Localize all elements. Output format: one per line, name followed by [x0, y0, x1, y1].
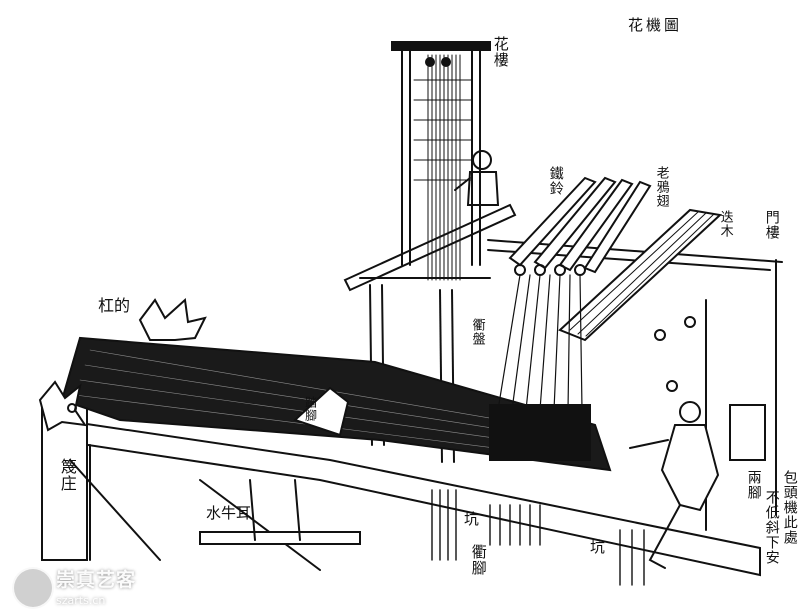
label-hengli: 衢盤	[469, 318, 485, 346]
treadle-rods	[431, 489, 645, 586]
cloth-beam-wheel	[38, 297, 207, 432]
note-column-2: 不低斜下安	[763, 490, 780, 565]
label-shuiniuer: 水牛耳	[206, 504, 252, 522]
heddle-block	[489, 404, 591, 461]
treadle-board	[293, 386, 350, 437]
label-keng-2: 坑	[590, 538, 606, 556]
note-column-1: 包頭機此處	[781, 470, 798, 545]
label-laoyachi: 老鴉翅	[653, 166, 669, 208]
pull-cords	[497, 274, 583, 411]
watermark-subtext: szarts.cn	[56, 594, 106, 607]
label-tieling: 鐵鈴	[547, 166, 564, 196]
note-column-3: 兩腳	[745, 470, 762, 500]
label-keng-1: 坑	[464, 510, 480, 528]
label-gangou: 杠的	[98, 296, 131, 315]
draw-tower	[391, 41, 491, 281]
seated-weaver	[629, 401, 766, 569]
watermark-logo-icon	[12, 567, 54, 609]
figure-title: 花機圖	[628, 16, 683, 34]
lifting-arms	[508, 176, 652, 276]
label-menlou: 門樓	[763, 210, 780, 240]
watermark-text: 崇真艺客	[56, 569, 137, 591]
label-dengjiao: 踏腳	[303, 396, 318, 422]
label-dianmu: 迭木	[717, 210, 733, 238]
watermark: 崇真艺客 szarts.cn	[56, 565, 136, 607]
label-kuozhuang: 篾庄	[57, 458, 77, 492]
tower-worker	[454, 150, 500, 206]
label-qujiao: 衢腳	[469, 544, 488, 576]
label-hualou: 花樓	[491, 36, 510, 68]
dianmu-slats	[558, 208, 723, 392]
